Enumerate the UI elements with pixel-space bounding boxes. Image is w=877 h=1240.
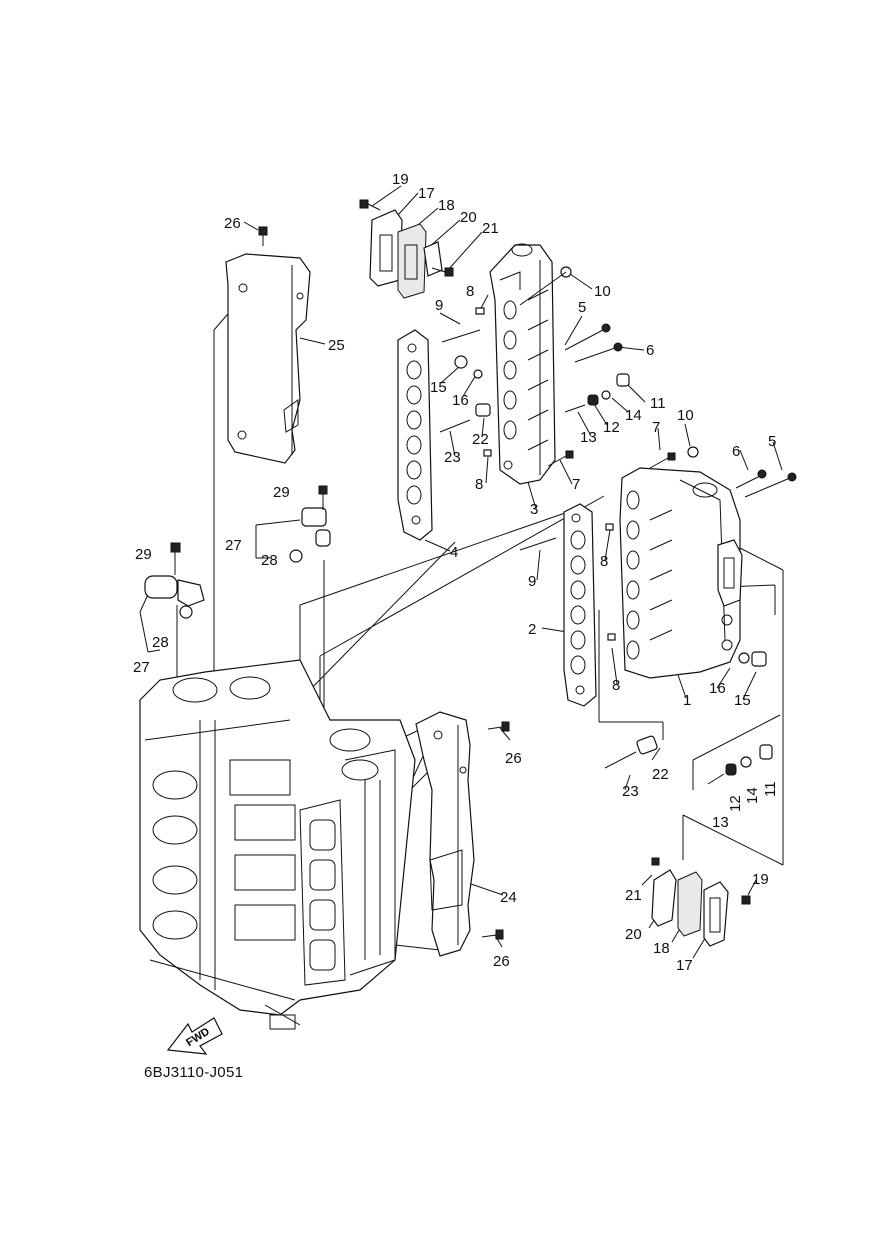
- callout-29-mid: 29: [273, 484, 290, 501]
- callout-15-top: 15: [430, 379, 447, 396]
- callout-5-right: 5: [768, 433, 776, 450]
- callout-labels: 19 17 18 20 21 26 8 10 9 5 25 6 15 16 11…: [133, 171, 779, 974]
- callout-17-top: 17: [418, 185, 435, 202]
- fasteners: [144, 266, 797, 947]
- intake-manifold-1: [619, 467, 743, 679]
- intake-manifold-3: [489, 243, 556, 485]
- callout-16-top: 16: [452, 392, 469, 409]
- callout-20-lower: 20: [625, 926, 642, 943]
- callout-16-right: 16: [709, 680, 726, 697]
- callout-1: 1: [683, 692, 691, 709]
- callout-20-top: 20: [460, 209, 477, 226]
- callout-22-top: 22: [472, 431, 489, 448]
- cover-25: [225, 226, 311, 464]
- callout-8-lower: 8: [612, 677, 620, 694]
- callout-6-top: 6: [646, 342, 654, 359]
- callout-8-mid: 8: [475, 476, 483, 493]
- gasket-4: [397, 329, 433, 541]
- callout-25: 25: [328, 337, 345, 354]
- callout-18-top: 18: [438, 197, 455, 214]
- callout-23-top: 23: [444, 449, 461, 466]
- callout-7-top-right: 7: [652, 419, 660, 436]
- callout-15-right: 15: [734, 692, 751, 709]
- fwd-arrow-icon: FWD: [166, 1017, 223, 1055]
- callout-19-top: 19: [392, 171, 409, 188]
- callout-26-top: 26: [224, 215, 241, 232]
- callout-14-lower: 14: [744, 787, 761, 804]
- callout-2: 2: [528, 621, 536, 638]
- callout-29-left: 29: [135, 546, 152, 563]
- callout-17-lower: 17: [676, 957, 693, 974]
- callout-5-top: 5: [578, 299, 586, 316]
- callout-8-top: 8: [466, 283, 474, 300]
- callout-11-lower: 11: [762, 781, 779, 797]
- callout-10-right: 10: [677, 407, 694, 424]
- callout-13-lower: 13: [712, 814, 729, 831]
- callout-8-right: 8: [600, 553, 608, 570]
- callout-27-mid: 27: [225, 537, 242, 554]
- callout-12-top: 12: [603, 419, 620, 436]
- callout-3: 3: [530, 501, 538, 518]
- callout-4: 4: [450, 544, 458, 561]
- callout-9-right: 9: [528, 573, 536, 590]
- callout-18-lower: 18: [653, 940, 670, 957]
- cover-24: [415, 711, 510, 957]
- callout-27-left: 27: [133, 659, 150, 676]
- callout-21-top: 21: [482, 220, 499, 237]
- gasket-2: [563, 503, 597, 707]
- callout-9-top: 9: [435, 297, 443, 314]
- bracket-top-17-18: [359, 199, 454, 299]
- callout-21-lower: 21: [625, 887, 642, 904]
- callout-7-top: 7: [572, 476, 580, 493]
- callout-26-lower: 26: [493, 953, 510, 970]
- diagram-code: 6BJ3110-J051: [144, 1064, 244, 1081]
- callout-12-lower: 12: [727, 795, 744, 812]
- callout-28-left: 28: [152, 634, 169, 651]
- callout-11-top: 11: [650, 395, 666, 412]
- callout-13-top: 13: [580, 429, 597, 446]
- callout-6-right: 6: [732, 443, 740, 460]
- callout-22-lower: 22: [652, 766, 669, 783]
- callout-24: 24: [500, 889, 517, 906]
- cylinder-block: [139, 659, 416, 1030]
- callout-26-mid: 26: [505, 750, 522, 767]
- callout-14-top: 14: [625, 407, 642, 424]
- callout-19-lower: 19: [752, 871, 769, 888]
- callout-28-mid: 28: [261, 552, 278, 569]
- callout-10-top: 10: [594, 283, 611, 300]
- callout-23-lower: 23: [622, 783, 639, 800]
